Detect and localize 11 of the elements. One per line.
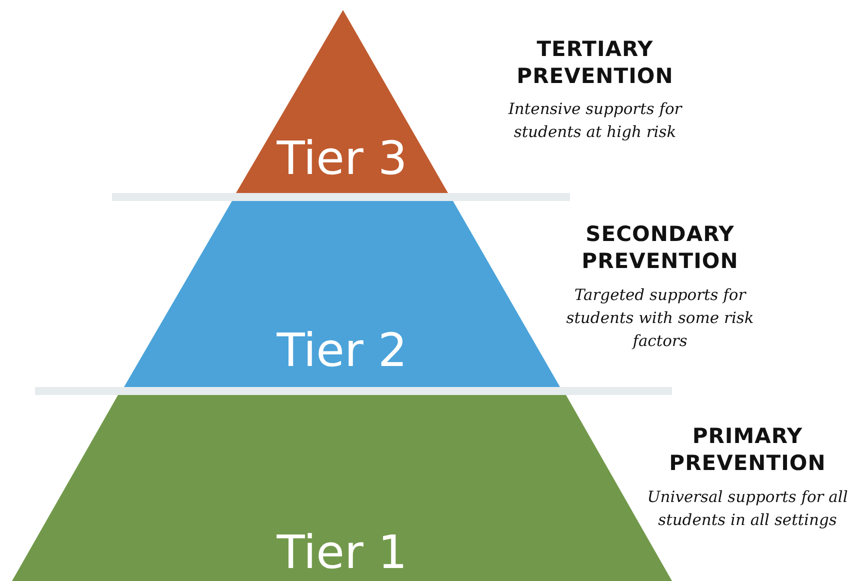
tier-description: Intensive supports for students at high risk [507, 99, 684, 143]
tier-heading: PRIMARY PREVENTION [668, 423, 827, 477]
tier-label: Tier 1 [276, 529, 408, 575]
tier-description: Targeted supports for students with some risk factors [565, 285, 755, 352]
pyramid-tier [124, 201, 560, 387]
pyramid-tier [236, 10, 448, 193]
tier-description: Universal supports for all students in all settings [646, 487, 849, 531]
tier-label: Tier 2 [276, 327, 408, 373]
tier-heading: SECONDARY PREVENTION [580, 221, 740, 275]
tier-heading: TERTIARY PREVENTION [516, 36, 674, 90]
tier-label: Tier 3 [276, 135, 408, 181]
